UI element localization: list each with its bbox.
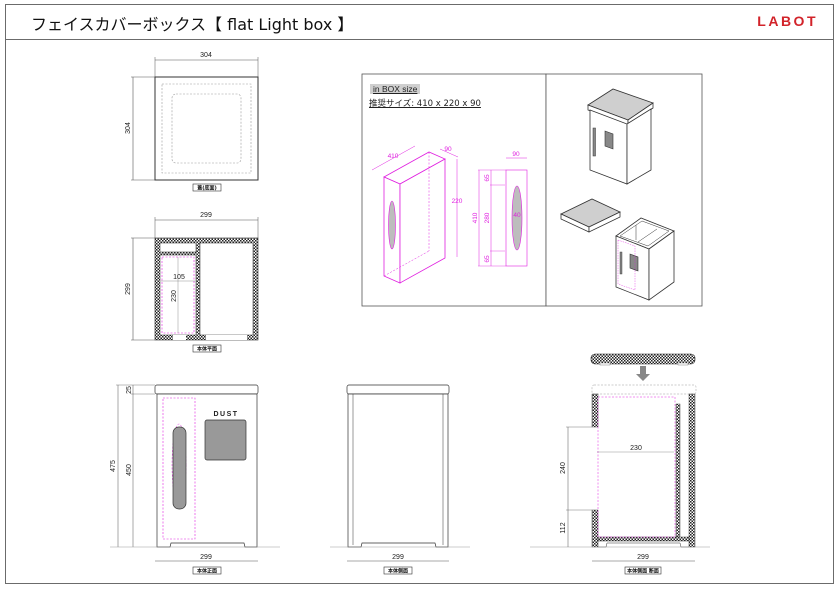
plan-width-dim: 299 — [200, 212, 212, 219]
body-plan-view: 299 299 105 230 本体平面 — [125, 212, 259, 353]
front-body-height-dim: 450 — [126, 464, 133, 476]
title-bar: フェイスカバーボックス【 flat Light box 】 LABOT — [5, 4, 834, 40]
body-side-view: 299 本体側面 — [330, 384, 470, 575]
side-bottom-dim: 65 — [484, 255, 491, 263]
lid-width-dim: 304 — [200, 52, 212, 59]
section-base-dim: 112 — [560, 522, 567, 533]
section-inner-width-dim: 230 — [630, 445, 642, 452]
inbox-size-tag: in BOX size — [370, 84, 421, 94]
recommended-size-text: 推奨サイズ: 410 x 220 x 90 — [369, 99, 481, 109]
body-front-view: 475 25 450 DUST 299 本体正面 — [110, 384, 280, 575]
side-total-dim: 410 — [472, 212, 479, 223]
iso-depth-dim: 90 — [444, 146, 452, 153]
lid-height-dim: 304 — [125, 122, 132, 134]
lid-bottom-view: 304 304 蓋(底面) — [125, 52, 259, 192]
plan-height-dim: 299 — [125, 283, 132, 295]
product-iso-assembled — [587, 88, 654, 185]
side-middle-dim: 280 — [484, 212, 491, 223]
side-slot-dim: 40 — [513, 212, 521, 219]
dust-label: DUST — [213, 411, 238, 418]
front-caption: 本体正面 — [196, 568, 217, 575]
product-iso-open — [615, 217, 675, 301]
section-width-dim: 299 — [637, 554, 649, 561]
side-width-dim: 90 — [512, 151, 520, 158]
side-top-dim: 65 — [484, 174, 491, 182]
iso-height-dim: 220 — [452, 198, 463, 205]
drawing-title: フェイスカバーボックス【 flat Light box 】 — [31, 15, 354, 34]
lid-iso — [560, 198, 621, 233]
plan-inner-width-dim: 105 — [173, 274, 185, 281]
lid-caption: 蓋(底面) — [197, 185, 217, 192]
section-opening-dim: 240 — [560, 462, 567, 474]
side-caption: 本体側面 — [387, 568, 408, 575]
front-total-height-dim: 475 — [110, 460, 117, 472]
inbox-size-panel: 410 90 220 90 410 65 280 65 40 — [361, 73, 703, 307]
side-view-width-dim: 299 — [392, 554, 404, 561]
brand-logo: LABOT — [757, 13, 818, 29]
iso-length-dim: 410 — [388, 153, 399, 160]
section-caption: 本体側面 断面 — [626, 568, 659, 575]
drawing-frame — [5, 4, 834, 584]
front-width-dim: 299 — [200, 554, 212, 561]
plan-inner-height-dim: 230 — [171, 290, 178, 302]
front-lid-height-dim: 25 — [126, 386, 133, 394]
plan-caption: 本体平面 — [196, 346, 217, 353]
body-section-view: 230 240 112 299 本体側面 断面 — [530, 353, 710, 575]
